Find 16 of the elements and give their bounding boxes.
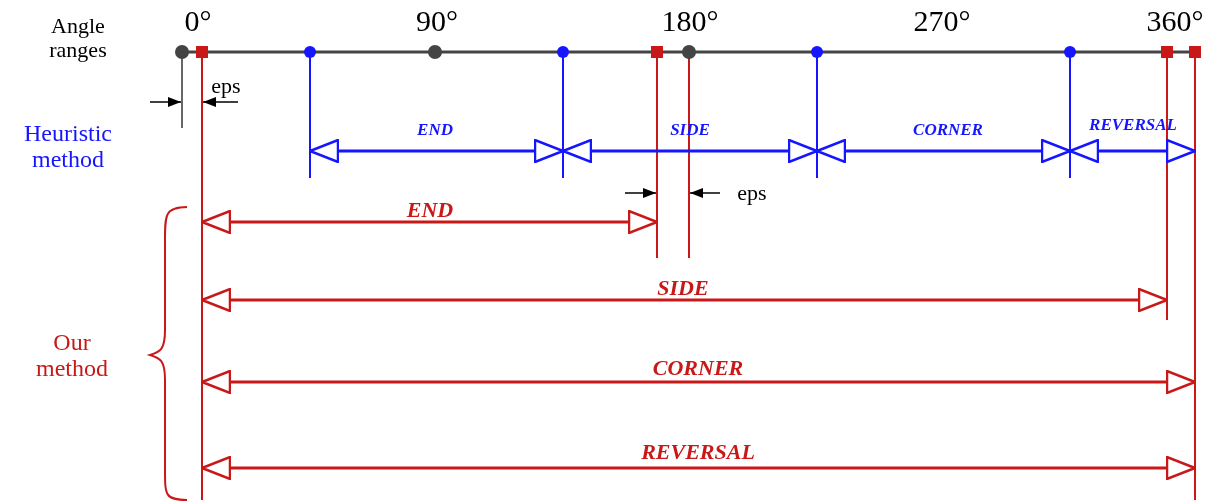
angle-label: 180° <box>661 3 719 37</box>
range-label: SIDE <box>657 275 709 301</box>
dimension-label: eps <box>211 73 241 99</box>
angle-label: 360° <box>1146 3 1204 37</box>
method-label: Our method <box>35 328 109 382</box>
axis-title: Angle ranges <box>48 13 108 63</box>
method-label: Heuristic method <box>23 119 113 173</box>
dimension-label: eps <box>737 180 767 206</box>
range-label: CORNER <box>652 355 744 381</box>
angle-label: 90° <box>416 3 458 37</box>
range-label: REVERSAL <box>641 439 755 465</box>
range-label: CORNER <box>913 120 983 140</box>
range-label: END <box>406 197 454 223</box>
angle-label: 270° <box>913 3 971 37</box>
range-label: END <box>417 120 453 140</box>
angle-label: 0° <box>184 3 212 37</box>
